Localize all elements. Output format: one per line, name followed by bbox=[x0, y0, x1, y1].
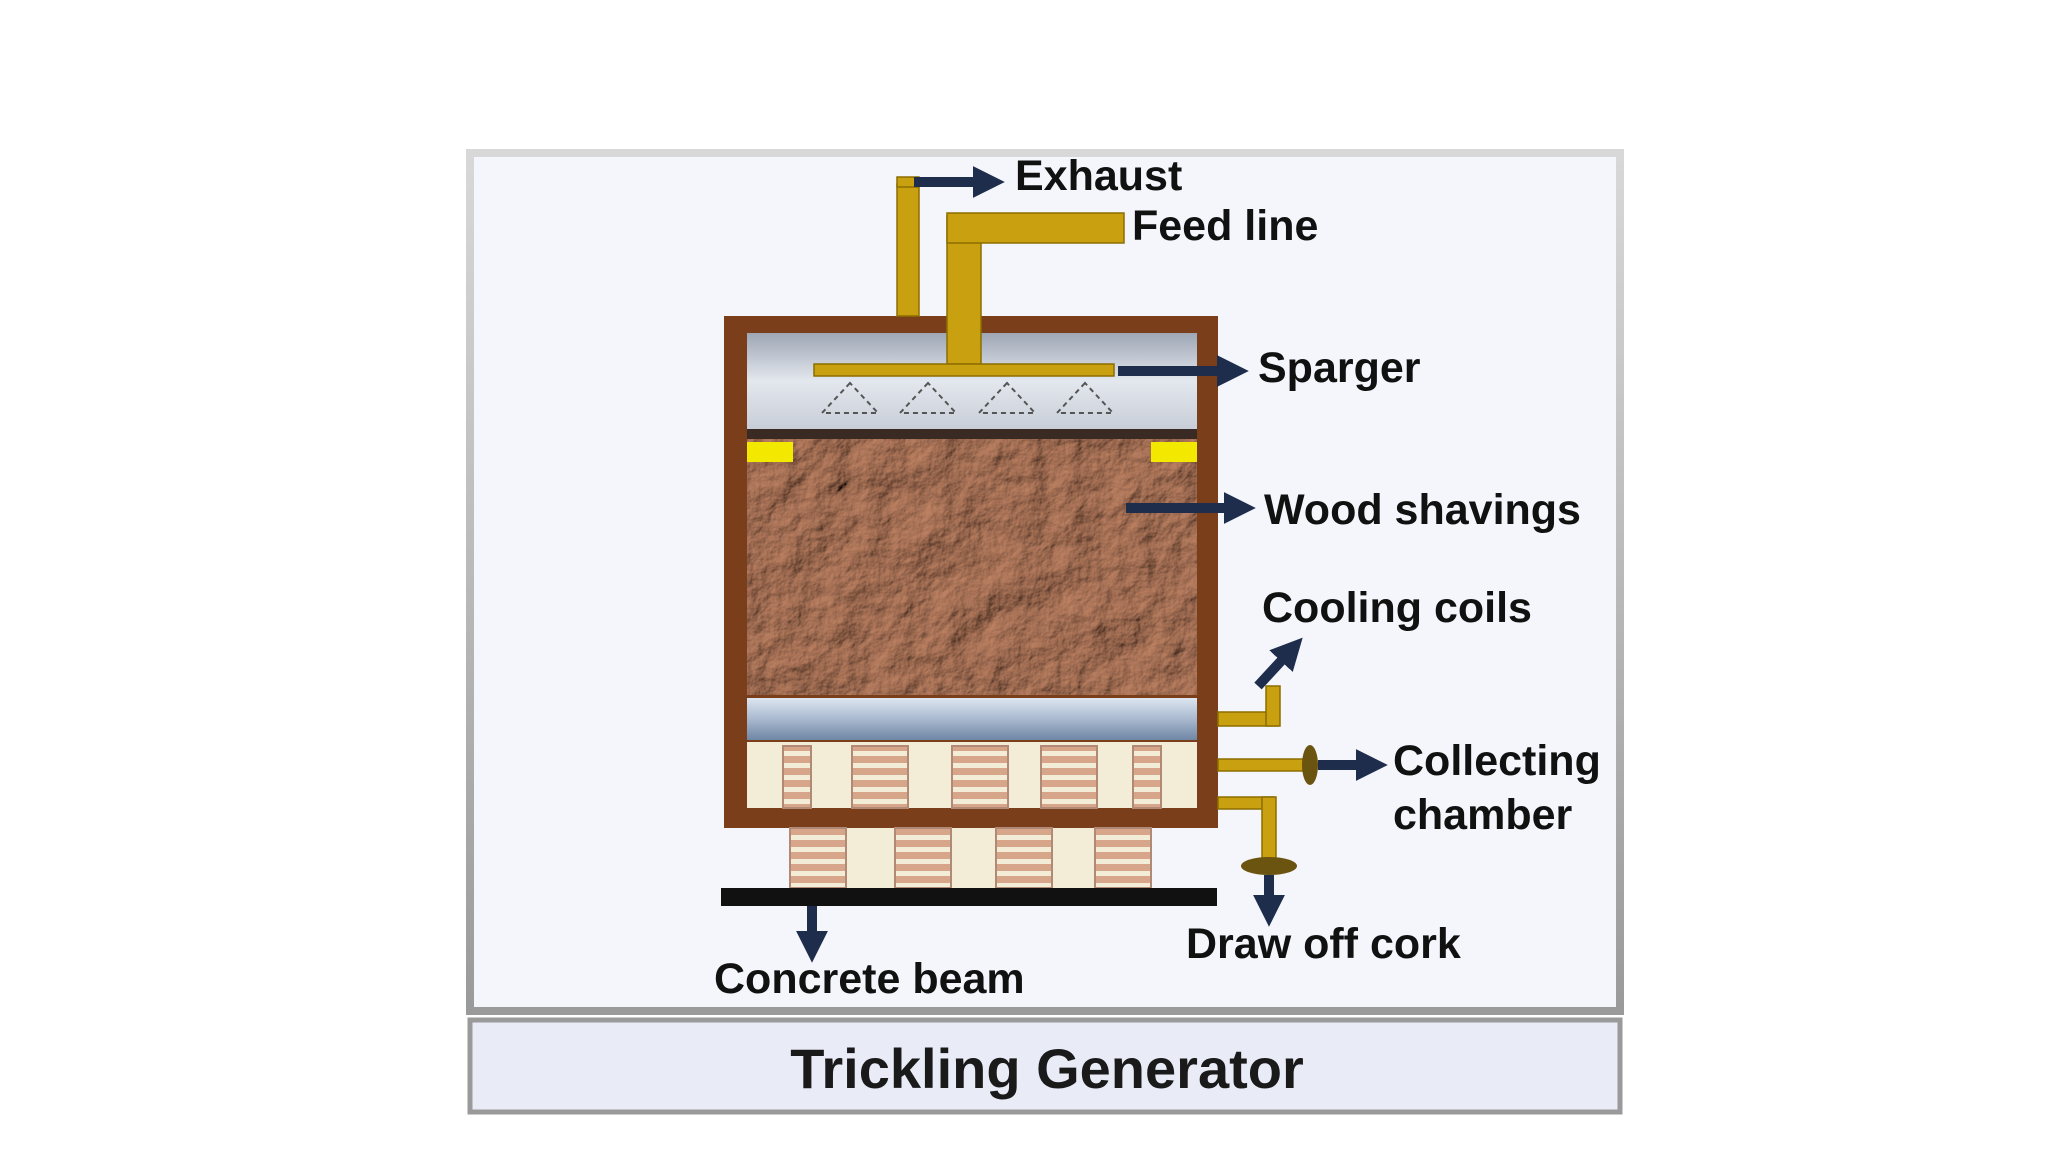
collecting-pipe bbox=[1217, 758, 1311, 772]
diagram-caption: Trickling Generator bbox=[790, 1037, 1304, 1100]
sparger-pipe bbox=[813, 363, 1115, 377]
support-plate bbox=[747, 698, 1197, 740]
label-sparger: Sparger bbox=[1258, 344, 1421, 392]
support-block-stripes bbox=[789, 827, 1152, 889]
collecting-chamber-slats bbox=[782, 745, 1162, 809]
spray-cone bbox=[819, 381, 881, 414]
yellow-marker-left bbox=[747, 442, 793, 462]
label-draw-off-cork: Draw off cork bbox=[1186, 920, 1461, 968]
spray-cones bbox=[819, 381, 1116, 414]
caption-bar bbox=[467, 1017, 1623, 1115]
cooling-coil-pipe-v bbox=[1265, 685, 1281, 727]
concrete-beam bbox=[721, 888, 1217, 906]
label-exhaust: Exhaust bbox=[1015, 152, 1182, 200]
wood-shavings-texture bbox=[747, 439, 1197, 695]
spray-cone bbox=[976, 381, 1038, 414]
draw-off-cork-valve bbox=[1241, 857, 1297, 875]
pipes bbox=[813, 176, 1125, 377]
side-pipes bbox=[1217, 685, 1311, 868]
label-wood-shavings: Wood shavings bbox=[1264, 486, 1581, 534]
yellow-marker-right bbox=[1151, 442, 1197, 462]
label-concrete-beam: Concrete beam bbox=[714, 955, 1025, 1003]
sparger-divider bbox=[747, 429, 1197, 439]
label-cooling-coils: Cooling coils bbox=[1262, 584, 1532, 632]
cooling-coils-arrow bbox=[1254, 637, 1303, 690]
arrows bbox=[795, 165, 1388, 963]
label-collecting-chamber-line1: Collecting bbox=[1393, 737, 1601, 785]
spray-cone bbox=[1054, 381, 1116, 414]
spray-cone bbox=[897, 381, 959, 414]
collecting-valve bbox=[1302, 745, 1318, 785]
feed-line-horizontal bbox=[946, 212, 1125, 244]
label-collecting-chamber-line2: chamber bbox=[1393, 791, 1573, 839]
draw-off-pipe-v bbox=[1261, 796, 1277, 868]
support-blocks bbox=[790, 828, 1152, 888]
label-feed-line: Feed line bbox=[1132, 202, 1318, 250]
exhaust-pipe bbox=[896, 183, 920, 317]
